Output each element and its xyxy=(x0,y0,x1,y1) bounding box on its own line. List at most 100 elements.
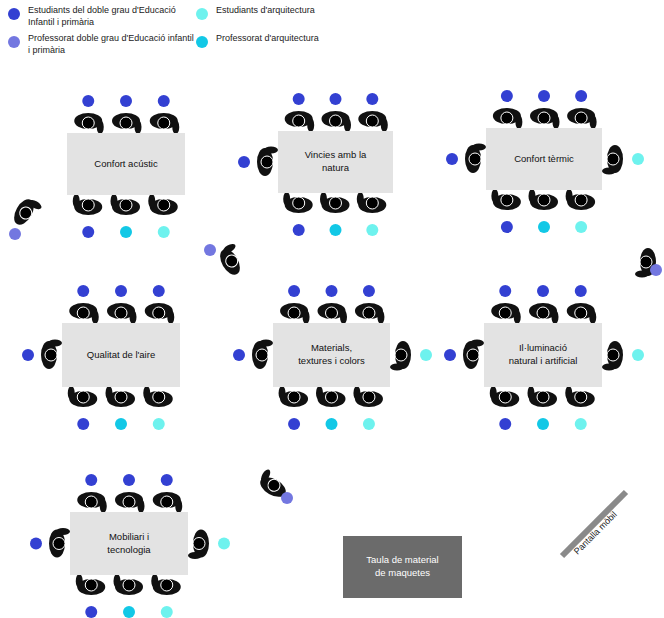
person-arm xyxy=(529,189,536,203)
person-head xyxy=(161,496,173,508)
person-dot xyxy=(77,418,89,430)
person-head xyxy=(266,477,282,493)
person-arm xyxy=(565,386,572,400)
person-head xyxy=(499,391,511,403)
person-dot xyxy=(326,418,338,430)
person-dot xyxy=(218,538,230,550)
person-head xyxy=(120,199,132,211)
person-arm xyxy=(566,189,573,203)
legend-text: Estudiants del doble grau d'Educació Inf… xyxy=(28,5,198,28)
person-dot xyxy=(632,153,644,165)
person-dot xyxy=(123,474,135,486)
person-dot xyxy=(293,224,305,236)
person-dot xyxy=(288,418,300,430)
person-figure xyxy=(491,189,521,210)
person-figure xyxy=(41,340,62,370)
person-figure xyxy=(318,303,348,324)
person-arm xyxy=(76,574,83,588)
person-dot xyxy=(161,474,173,486)
person-figure xyxy=(107,303,137,324)
person-dot xyxy=(158,95,170,107)
person-figure xyxy=(111,194,141,215)
person-head xyxy=(330,197,342,209)
person-head xyxy=(363,391,375,403)
material-table: Taula de material de maquetes xyxy=(343,536,462,598)
person-dot xyxy=(575,285,587,297)
person-dot xyxy=(238,156,250,168)
person-arm xyxy=(552,310,559,324)
person-figure xyxy=(285,111,315,132)
person-head xyxy=(326,307,338,319)
person-dot xyxy=(650,264,662,276)
person-arm xyxy=(188,552,202,559)
person-head xyxy=(288,307,300,319)
person-head xyxy=(467,349,479,361)
person-arm xyxy=(283,192,290,206)
person-arm xyxy=(390,364,404,371)
person-head xyxy=(158,199,170,211)
person-dot xyxy=(575,221,587,233)
person-dot xyxy=(161,606,173,618)
person-arm xyxy=(635,271,649,278)
person-figure xyxy=(493,108,523,129)
person-figure xyxy=(151,574,181,595)
person-head xyxy=(85,496,97,508)
table-title: Confort acústic xyxy=(94,158,157,171)
person-dot xyxy=(499,418,511,430)
person-arm xyxy=(259,340,273,347)
person-head xyxy=(537,307,549,319)
person-figure xyxy=(114,574,144,595)
person-head xyxy=(499,307,511,319)
legend-text: Professorat d'arquitectura xyxy=(216,33,366,45)
person-dot xyxy=(501,90,513,102)
legend-text: Professorat doble grau d'Educació infant… xyxy=(28,33,198,56)
person-head xyxy=(224,253,240,269)
person-arm xyxy=(316,386,323,400)
person-figure xyxy=(529,189,559,210)
person-head xyxy=(537,391,549,403)
legend-swatch xyxy=(196,8,208,20)
person-arm xyxy=(602,364,616,371)
person-arm xyxy=(528,386,535,400)
person-figure xyxy=(465,144,486,174)
table-title: Mobiliari i tecnologia xyxy=(90,531,168,557)
person-head xyxy=(366,197,378,209)
person-figure xyxy=(279,386,309,407)
person-dot xyxy=(538,221,550,233)
person-figure xyxy=(530,108,560,129)
person-arm xyxy=(68,386,75,400)
person-dot xyxy=(82,95,94,107)
person-figure xyxy=(358,111,388,132)
person-head xyxy=(366,115,378,127)
person-dot xyxy=(77,285,89,297)
person-arm xyxy=(590,115,597,129)
person-arm xyxy=(138,499,145,513)
person-figure xyxy=(74,113,104,134)
person-arm xyxy=(491,189,498,203)
legend-swatch xyxy=(8,36,20,48)
person-figure xyxy=(150,113,180,134)
person-head xyxy=(120,117,132,129)
person-arm xyxy=(167,310,174,324)
person-dot xyxy=(420,349,432,361)
person-figure xyxy=(463,340,484,370)
person-figure xyxy=(566,189,596,210)
person-head xyxy=(153,307,165,319)
person-head xyxy=(45,349,57,361)
person-figure xyxy=(115,492,145,513)
person-dot xyxy=(444,349,456,361)
person-figure xyxy=(143,386,173,407)
person-dot xyxy=(115,418,127,430)
work-table: Confort acústic xyxy=(67,133,185,195)
person-head xyxy=(575,307,587,319)
screen-label: Pantalla mòbil xyxy=(572,509,619,556)
person-head xyxy=(326,391,338,403)
person-figure xyxy=(357,192,387,213)
person-figure xyxy=(10,195,43,231)
person-figure xyxy=(528,386,558,407)
person-dot xyxy=(366,224,378,236)
work-table: Vincies amb la natura xyxy=(278,131,393,193)
person-arm xyxy=(143,386,150,400)
person-head xyxy=(53,538,65,550)
person-arm xyxy=(514,310,521,324)
